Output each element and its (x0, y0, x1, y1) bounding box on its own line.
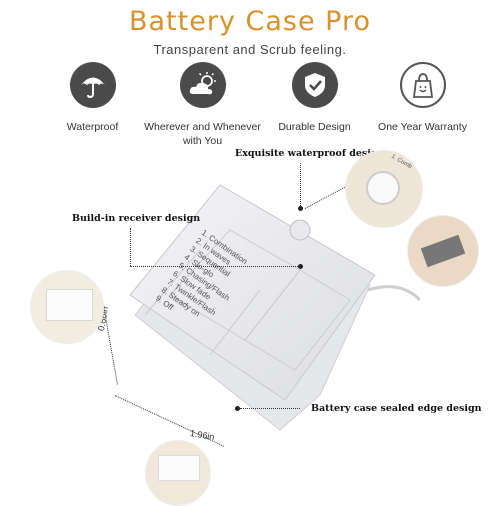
feature-durable: Durable Design (252, 62, 377, 134)
page-title: Battery Case Pro (128, 6, 371, 37)
shopping-bag-icon (399, 62, 446, 108)
feature-label: One Year Warranty (378, 121, 467, 133)
shield-check-icon (291, 62, 338, 108)
weather-icon (179, 62, 226, 108)
feature-wherever: Wherever and Whenever with You (140, 62, 265, 148)
leader-line (240, 408, 300, 409)
detail-closeup-edge (145, 440, 211, 506)
feature-label: Durable Design (278, 121, 351, 133)
leader-dot (298, 264, 303, 269)
callout-receiver: Build-in receiver design (72, 213, 201, 224)
leader-line (130, 266, 300, 267)
feature-warranty: One Year Warranty (360, 62, 485, 134)
page-subtitle: Transparent and Scrub feeling. (153, 42, 347, 57)
detail-closeup-receiver: 1. Comb (345, 150, 423, 228)
leader-line (130, 228, 131, 266)
feature-label: Wherever and Whenever with You (144, 121, 261, 147)
umbrella-icon (69, 62, 116, 108)
leader-dot (235, 406, 240, 411)
callout-waterproof: Exquisite waterproof design (235, 148, 385, 159)
battery-case-illustration (129, 184, 420, 431)
feature-label: Waterproof (66, 121, 119, 133)
detail-closeup-switch (407, 215, 479, 287)
callout-sealed: Battery case sealed edge design (311, 403, 482, 414)
leader-dot (298, 206, 303, 211)
detail-closeup-latch (30, 270, 104, 344)
feature-waterproof: Waterproof (30, 62, 155, 134)
leader-line (300, 163, 301, 208)
